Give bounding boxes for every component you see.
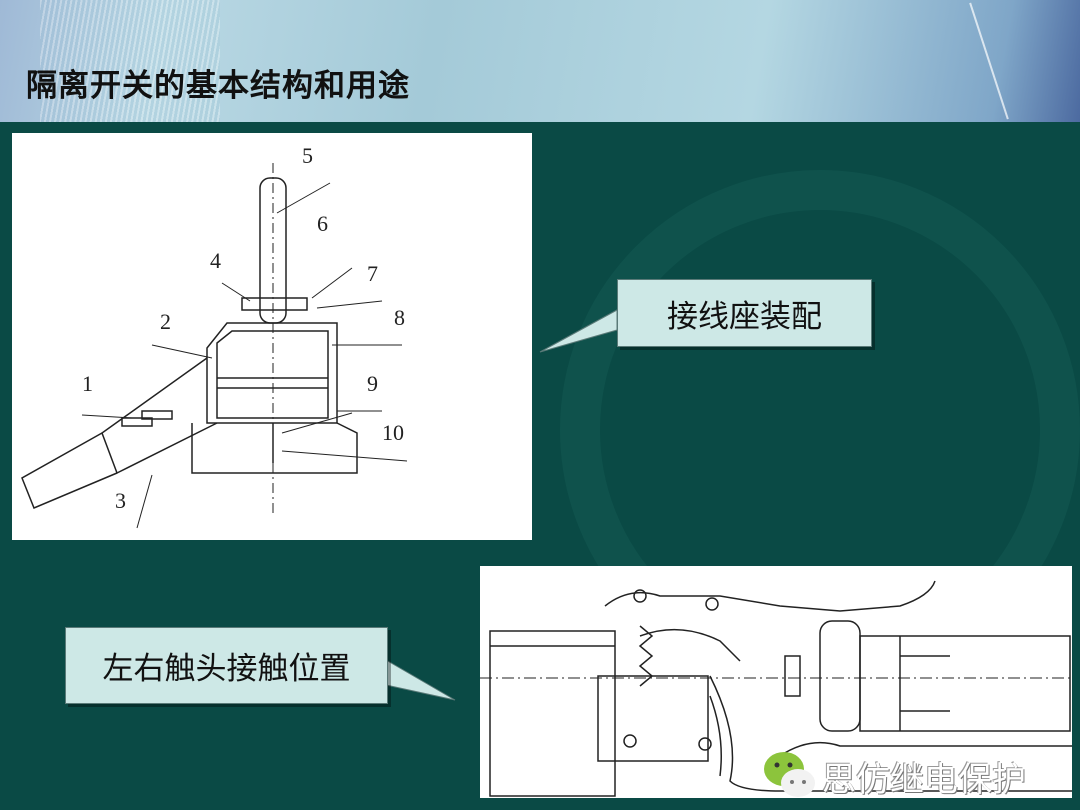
label-9: 9	[367, 371, 378, 396]
label-4: 4	[210, 248, 221, 273]
callout-terminal-assembly: 接线座装配	[617, 279, 872, 347]
label-7: 7	[367, 261, 378, 286]
watermark: 思仿继电保护	[760, 745, 1026, 807]
callout-contact-position: 左右触头接触位置	[65, 627, 388, 704]
decorative-pages	[40, 0, 220, 122]
label-2: 2	[160, 309, 171, 334]
header-band	[0, 0, 1080, 122]
label-5: 5	[302, 143, 313, 168]
slide-title: 隔离开关的基本结构和用途	[26, 68, 410, 104]
terminal-block-diagram: 5 6 4 7 8 2 9 1 10 3	[12, 133, 532, 540]
wechat-icon	[764, 752, 815, 797]
label-8: 8	[394, 305, 405, 330]
label-1: 1	[82, 371, 93, 396]
watermark-text: 思仿继电保护	[822, 759, 1026, 800]
label-10: 10	[382, 420, 404, 445]
label-6: 6	[317, 211, 328, 236]
label-3: 3	[115, 488, 126, 513]
contact-position-diagram	[480, 566, 1072, 798]
